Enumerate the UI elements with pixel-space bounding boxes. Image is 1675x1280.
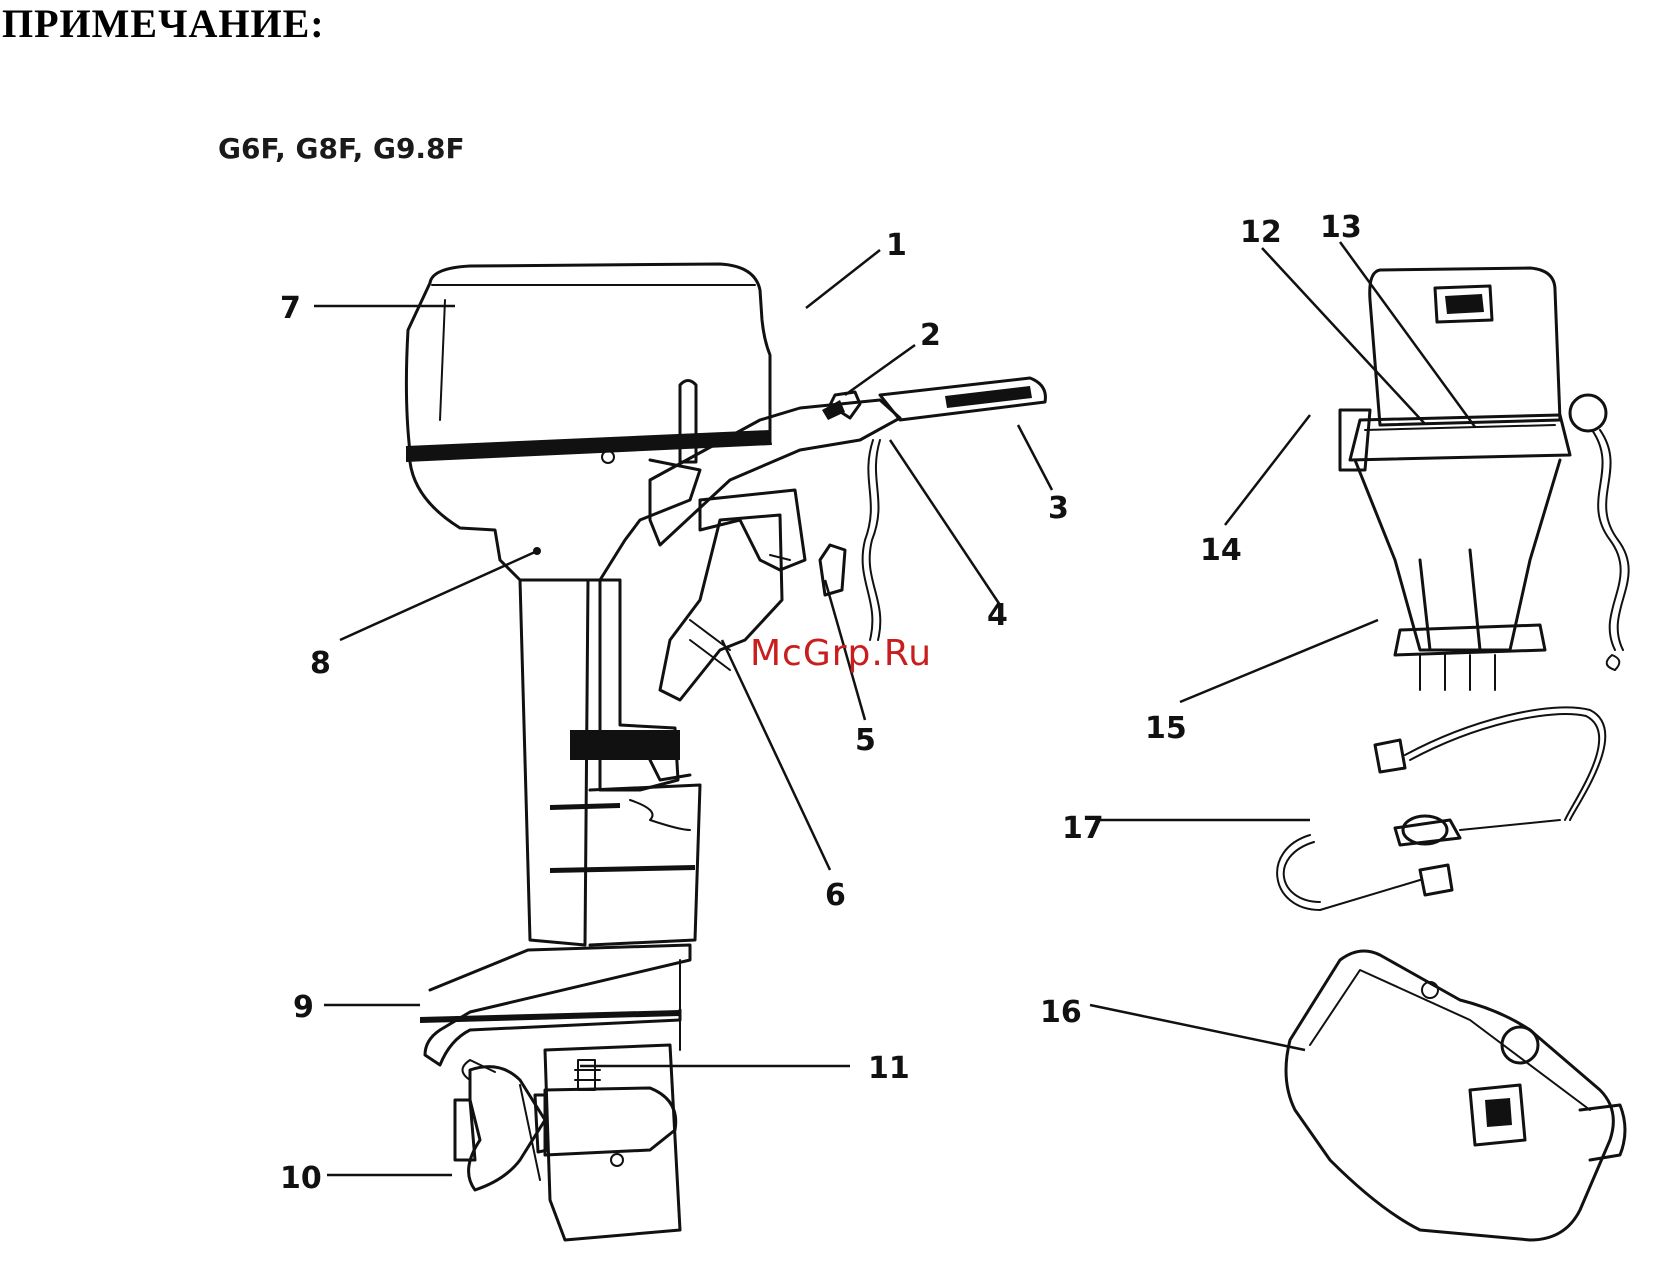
callout-2: 2 (920, 318, 941, 353)
front-cowling (1370, 268, 1560, 425)
fuel-tank (1286, 951, 1613, 1240)
watermark: McGrp.Ru (750, 633, 932, 674)
tiller-bracket (700, 490, 805, 570)
tiller-arm (650, 400, 900, 545)
callout-10: 10 (280, 1161, 322, 1196)
fuel-tank-illustration (1286, 951, 1625, 1240)
starter-handle (680, 381, 696, 463)
leader-lines (314, 242, 1475, 1175)
callout-11: 11 (868, 1051, 910, 1086)
callout-12: 12 (1240, 215, 1282, 250)
callout-13: 13 (1320, 210, 1362, 245)
fuel-line-illustration (1277, 707, 1605, 910)
callout-14: 14 (1200, 533, 1242, 568)
top-cowling (406, 264, 770, 452)
callout-3: 3 (1048, 491, 1069, 526)
callout-5: 5 (855, 723, 876, 758)
swivel-block (570, 730, 680, 760)
drive-shaft-housing (520, 580, 588, 945)
callout-1: 1 (886, 228, 907, 263)
callout-16: 16 (1040, 995, 1082, 1030)
propeller (469, 1067, 545, 1190)
callout-6: 6 (825, 878, 846, 913)
cowling-band (406, 430, 772, 462)
clamp-screw (820, 545, 845, 595)
front-view-illustration (1340, 268, 1629, 690)
callout-8: 8 (310, 646, 331, 681)
callout-15: 15 (1145, 711, 1187, 746)
callout-17: 17 (1062, 811, 1104, 846)
callout-9: 9 (293, 990, 314, 1025)
torpedo (545, 1088, 676, 1155)
callout-4: 4 (987, 598, 1008, 633)
callout-7: 7 (280, 291, 301, 326)
outboard-motor-illustration (406, 264, 1045, 1240)
